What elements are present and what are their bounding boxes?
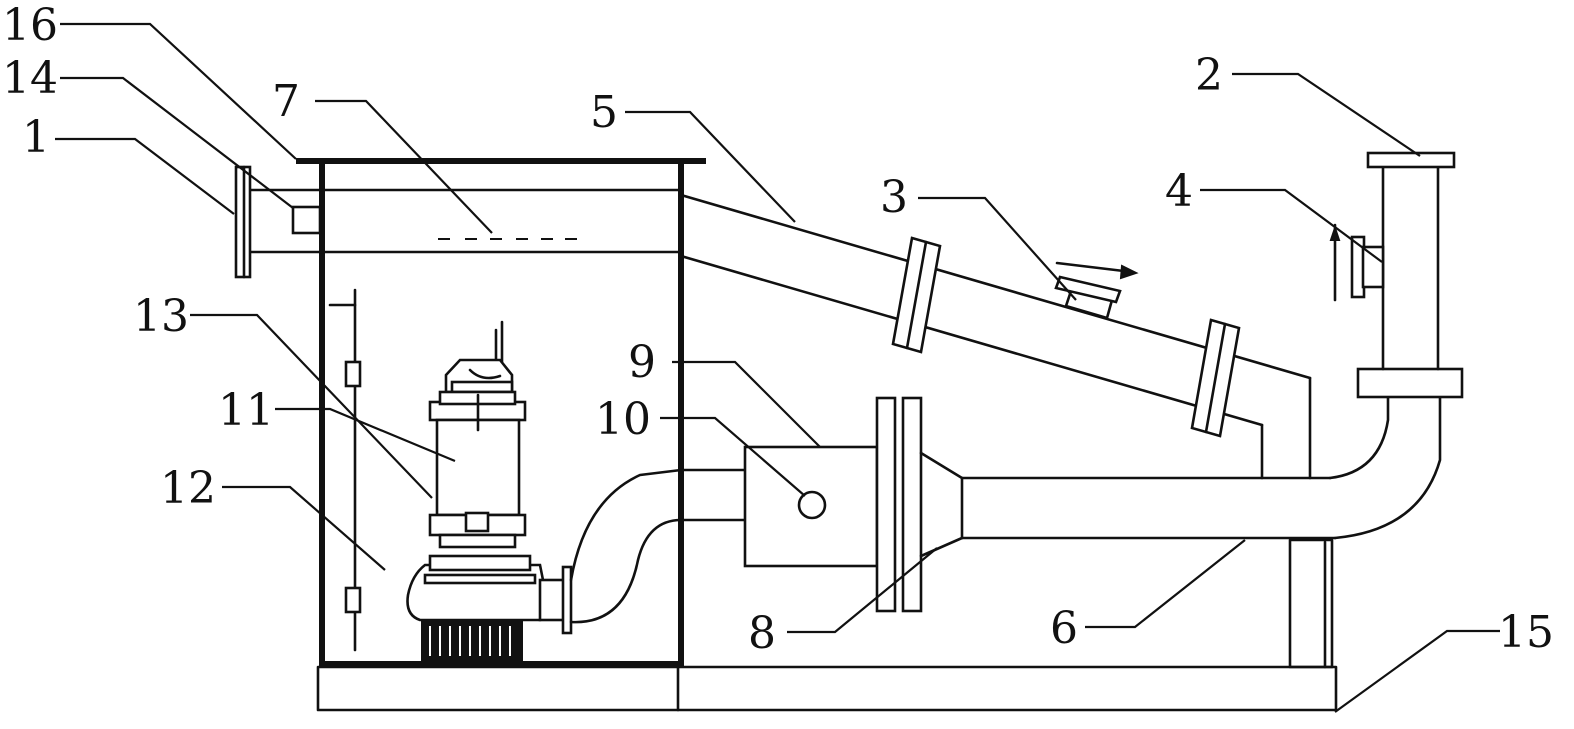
label-12: 12 [160, 463, 216, 514]
sensor-box [291, 205, 322, 235]
check-valve [1054, 261, 1139, 320]
discharge-pipe [569, 468, 747, 624]
check-box-housing [743, 445, 879, 568]
sloped-pipe [679, 193, 1312, 480]
label-13: 13 [133, 291, 189, 342]
part-labels: 16 14 1 7 5 3 2 4 13 11 12 9 10 8 6 15 [2, 0, 1554, 659]
label-8: 8 [748, 608, 776, 659]
tank [296, 158, 706, 667]
label-11: 11 [218, 385, 274, 436]
label-10: 10 [595, 394, 651, 445]
level-rod [328, 288, 362, 652]
label-15: 15 [1498, 607, 1554, 658]
leader-lines [55, 22, 1500, 713]
label-2: 2 [1195, 50, 1223, 101]
label-9: 9 [628, 337, 656, 388]
label-4: 4 [1165, 166, 1193, 217]
label-1: 1 [22, 112, 50, 163]
flange-pair [875, 396, 923, 613]
main-pipe [919, 395, 1442, 558]
label-5: 5 [590, 87, 618, 138]
label-3: 3 [880, 172, 908, 223]
submersible-pump [406, 320, 573, 661]
label-6: 6 [1050, 603, 1078, 654]
riser-pipe [1356, 151, 1464, 399]
side-valve [1329, 223, 1385, 302]
base-frame [316, 538, 1338, 712]
inlet-pipe [234, 165, 324, 279]
label-14: 14 [2, 53, 58, 104]
label-16: 16 [2, 0, 58, 51]
label-7: 7 [272, 76, 300, 127]
